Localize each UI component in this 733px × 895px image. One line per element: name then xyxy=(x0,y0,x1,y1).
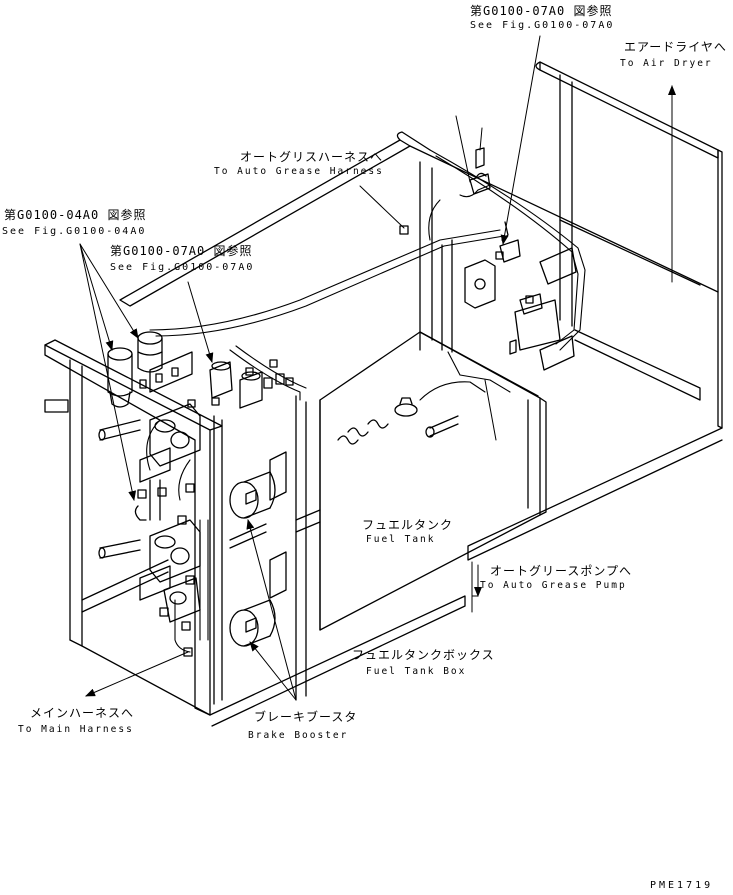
fuel-tank-jp-label: フュエルタンク xyxy=(362,518,454,532)
fuel-tank-box-en-label: Fuel Tank Box xyxy=(366,666,467,677)
harness-routes xyxy=(147,150,585,652)
auto-grease-pump-en-label: To Auto Grease Pump xyxy=(480,580,627,591)
ref-mid-jp-label: 第G0100-07A0 図参照 xyxy=(110,244,253,258)
ref-left-jp-label: 第G0100-04A0 図参照 xyxy=(4,208,147,222)
ref-left-en-label: See Fig.G0100-04A0 xyxy=(2,226,147,237)
auto-grease-harness-en-label: To Auto Grease Harness xyxy=(214,166,384,177)
fuel-tank-box-frame xyxy=(45,62,722,726)
ref-mid-en-label: See Fig.G0100-07A0 xyxy=(110,262,255,273)
fuel-tank xyxy=(320,332,546,630)
air-dryer-en-label: To Air Dryer xyxy=(620,58,713,69)
fuel-tank-box-jp-label: フュエルタンクボックス xyxy=(352,648,495,662)
leader-lines xyxy=(80,36,676,700)
brake-booster-units xyxy=(230,452,286,646)
air-dryer-jp-label: エアードライヤへ xyxy=(624,40,727,54)
brake-booster-en-label: Brake Booster xyxy=(248,730,349,741)
front-components xyxy=(99,332,293,656)
brake-booster-jp-label: ブレーキブースタ xyxy=(254,710,358,724)
auto-grease-harness-jp-label: オートグリスハーネスへ xyxy=(240,150,384,164)
main-harness-en-label: To Main Harness xyxy=(18,724,134,735)
rear-components xyxy=(400,148,576,370)
main-harness-jp-label: メインハーネスへ xyxy=(30,706,135,720)
fuel-tank-en-label: Fuel Tank xyxy=(366,534,436,545)
ref-top-en-label: See Fig.G0100-07A0 xyxy=(470,20,615,31)
drawing-code: PME1719 xyxy=(650,880,714,891)
auto-grease-pump-jp-label: オートグリースポンプへ xyxy=(490,564,633,578)
ref-top-jp-label: 第G0100-07A0 図参照 xyxy=(470,4,613,18)
